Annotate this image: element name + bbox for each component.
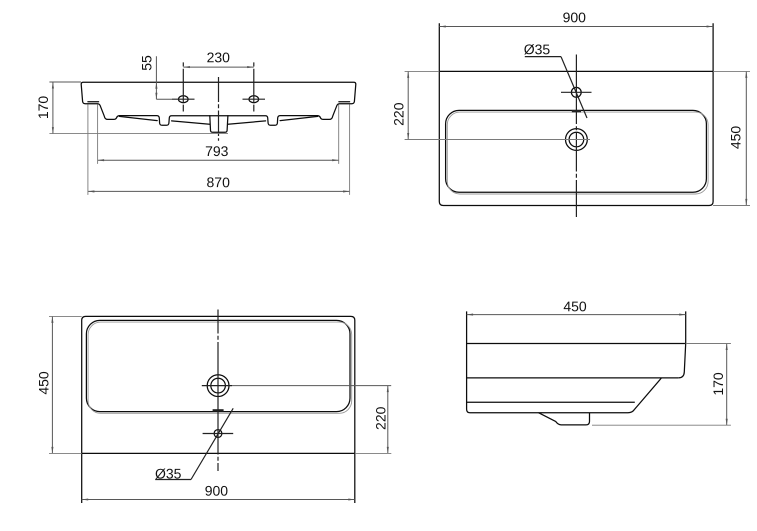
svg-text:220: 220 bbox=[390, 102, 406, 126]
svg-text:870: 870 bbox=[207, 174, 231, 190]
svg-text:55: 55 bbox=[139, 55, 155, 71]
svg-text:Ø35: Ø35 bbox=[524, 41, 551, 57]
svg-text:900: 900 bbox=[563, 9, 587, 25]
svg-text:230: 230 bbox=[207, 49, 231, 65]
svg-text:Ø35: Ø35 bbox=[155, 466, 182, 482]
svg-text:450: 450 bbox=[563, 298, 587, 314]
svg-text:900: 900 bbox=[205, 483, 229, 499]
svg-text:793: 793 bbox=[205, 143, 229, 159]
svg-text:220: 220 bbox=[372, 406, 388, 430]
svg-text:450: 450 bbox=[35, 371, 51, 395]
svg-text:450: 450 bbox=[728, 126, 744, 150]
svg-text:170: 170 bbox=[35, 96, 51, 120]
svg-text:170: 170 bbox=[710, 372, 726, 396]
